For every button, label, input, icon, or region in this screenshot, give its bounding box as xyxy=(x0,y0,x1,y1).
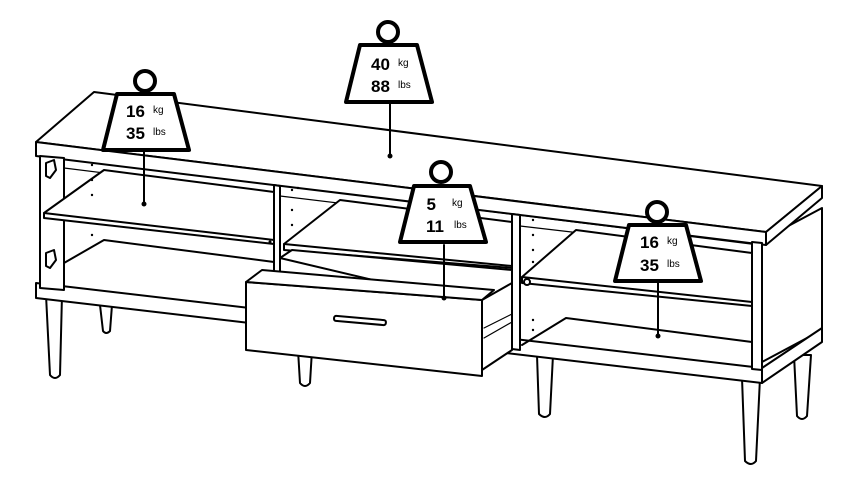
back-right-leg xyxy=(793,354,812,420)
drawer-front-top xyxy=(245,269,495,301)
weight-kg-unit: kg xyxy=(153,105,164,116)
weight-ring-icon xyxy=(376,20,400,44)
weight-ring-icon xyxy=(429,160,453,184)
left-shelf-front xyxy=(43,212,275,241)
bottom-right-edge xyxy=(761,327,823,384)
divider-right xyxy=(511,213,521,351)
weight-drawer: 5 kg 11 lbs xyxy=(398,160,488,244)
weight-lbs-value: 35 xyxy=(126,124,145,143)
right-inner-panel xyxy=(751,241,763,371)
weight-kg-value: 5 xyxy=(427,195,436,214)
drawer-runner-2 xyxy=(483,321,513,339)
weight-body-icon xyxy=(398,184,488,244)
indicator-lines xyxy=(141,103,661,339)
cam-fitting xyxy=(523,278,531,286)
weight-lbs-value: 11 xyxy=(426,217,444,236)
weight-kg-value: 40 xyxy=(371,55,390,74)
front-left-leg xyxy=(45,294,63,379)
weight-right-shelf: 16 kg 35 lbs xyxy=(613,200,703,283)
drawer xyxy=(245,249,513,377)
left-bottom-shelf xyxy=(63,239,275,264)
center-leg xyxy=(297,349,313,387)
lower-hinge xyxy=(45,249,57,269)
back-left-leg xyxy=(99,304,113,334)
hinges xyxy=(45,159,531,286)
weight-kg-unit: kg xyxy=(667,236,678,247)
weight-lbs-unit: lbs xyxy=(667,259,680,270)
weight-lbs-value: 88 xyxy=(371,77,390,96)
weight-body-icon xyxy=(613,223,703,283)
weight-lbs-unit: lbs xyxy=(454,220,467,231)
upper-hinge xyxy=(45,159,57,179)
weight-kg-unit: kg xyxy=(398,58,409,69)
weight-lbs-value: 35 xyxy=(640,256,659,275)
weight-ring-icon xyxy=(133,69,157,93)
right-shelf-front xyxy=(521,276,753,303)
front-right-leg xyxy=(741,377,761,465)
right-bottom-shelf xyxy=(521,317,753,346)
left-shelf xyxy=(43,169,275,245)
center-shelf-front xyxy=(283,243,513,267)
weight-body-icon xyxy=(101,92,191,152)
weight-top: 40 kg 88 lbs xyxy=(344,20,434,104)
weight-body-icon xyxy=(344,43,434,104)
cabinet xyxy=(35,91,823,384)
weight-lbs-unit: lbs xyxy=(153,127,166,138)
weight-lbs-unit: lbs xyxy=(398,80,411,91)
center-right-leg xyxy=(536,354,554,418)
drawer-runner xyxy=(483,313,513,329)
weight-ring-icon xyxy=(645,200,669,224)
weight-left-shelf: 16 kg 35 lbs xyxy=(101,69,191,152)
weight-kg-value: 16 xyxy=(640,233,659,252)
weight-kg-value: 16 xyxy=(126,102,145,121)
top-right-edge xyxy=(765,185,823,246)
drawer-handle xyxy=(333,314,387,327)
weight-kg-unit: kg xyxy=(452,198,463,209)
legs xyxy=(45,294,812,465)
